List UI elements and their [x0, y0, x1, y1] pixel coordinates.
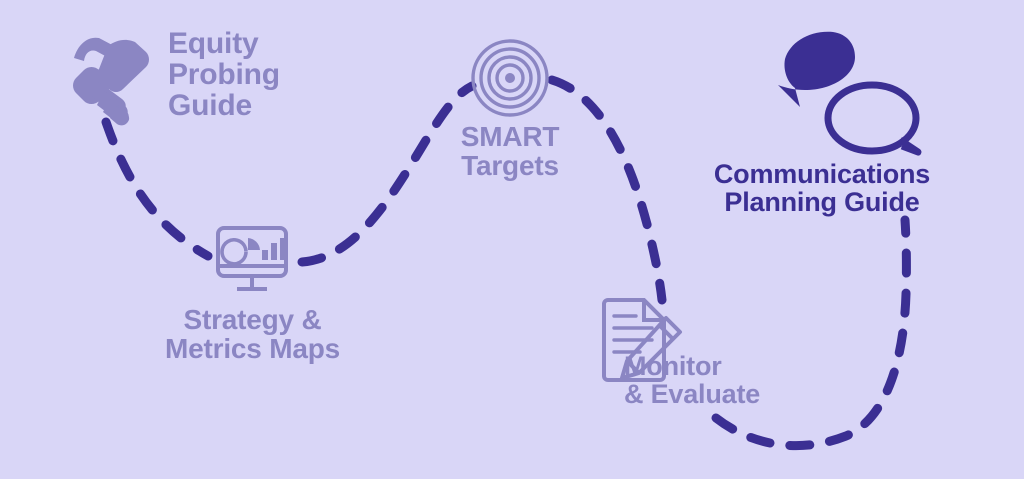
connector-equity-to-strategy — [101, 117, 213, 261]
target-rings-icon — [471, 39, 549, 117]
monitor-analytics-icon — [216, 226, 288, 291]
step-label-communications-planning-guide: Communications Planning Guide — [713, 159, 931, 218]
connector-monitor-to-comms — [711, 215, 911, 451]
handshake-icon — [73, 37, 149, 126]
step-label-strategy-metrics-maps: Strategy & Metrics Maps — [165, 304, 340, 365]
step-label-equity-probing-guide: Equity Probing Guide — [168, 27, 280, 123]
document-pencil-icon — [602, 298, 682, 382]
speech-bubbles-icon — [778, 31, 922, 156]
connector-smart-to-monitor — [547, 75, 667, 305]
connector-group — [101, 75, 911, 451]
connector-strategy-to-smart — [297, 81, 477, 267]
step-label-monitor-evaluate: Monitor & Evaluate — [624, 351, 761, 410]
step-label-smart-targets: SMART Targets — [460, 121, 560, 182]
